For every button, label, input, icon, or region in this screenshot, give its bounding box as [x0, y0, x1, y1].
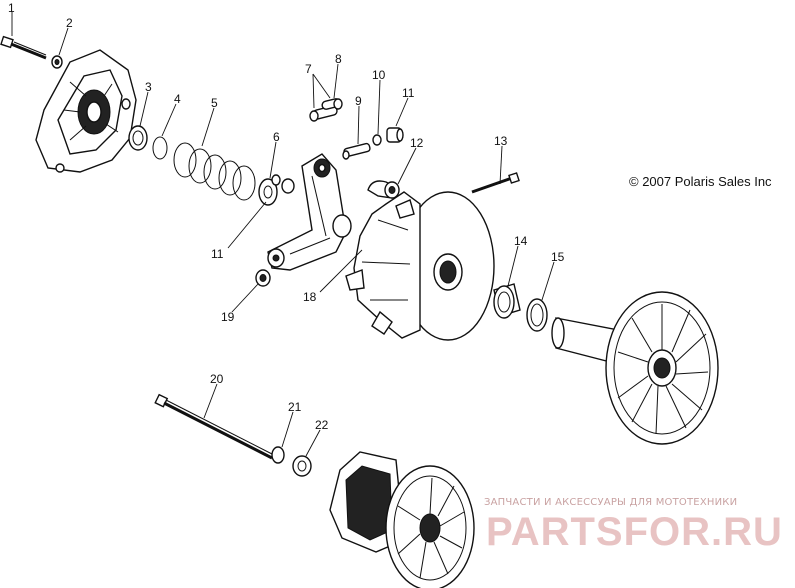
callout-12: 12	[410, 136, 424, 150]
callout-1: 1	[8, 1, 15, 15]
part-12-button	[367, 180, 400, 199]
callout-19: 19	[221, 310, 235, 324]
callout-20: 20	[210, 372, 224, 386]
leader-lines	[11, 12, 555, 457]
callout-7: 7	[305, 62, 312, 76]
callout-14: 14	[514, 234, 528, 248]
part-7-8-rollers	[309, 98, 343, 122]
part-2-washer	[51, 55, 63, 69]
callout-13: 13	[494, 134, 508, 148]
callout-2: 2	[66, 16, 73, 30]
copyright-notice: © 2007 Polaris Sales Inc	[629, 174, 772, 189]
part-1-bolt	[0, 35, 47, 60]
part-10-bushing	[372, 134, 382, 146]
part-6-spring-cup	[258, 178, 278, 206]
part-11-nut-lower	[271, 174, 295, 194]
part-14-bushing	[493, 283, 521, 319]
callout-labels: 1 2 3 4 5 6 7 8 9 10 11 11 12 13 14 15 1…	[8, 1, 565, 432]
part-15-ring	[526, 298, 548, 332]
callout-8: 8	[335, 52, 342, 66]
part-5-spring	[173, 142, 256, 201]
moveable-sheave	[345, 191, 495, 341]
part-11-bushing-upper	[386, 127, 404, 143]
callout-15: 15	[551, 250, 565, 264]
part-20-bolt	[154, 393, 273, 460]
weight-arm-assembly	[267, 153, 352, 271]
callout-18: 18	[303, 290, 317, 304]
part-4-ring	[152, 136, 168, 160]
watermark-brand: PARTSFOR.RU	[486, 510, 783, 554]
part-13-bolt	[471, 172, 520, 194]
watermark-tagline: ЗАПЧАСТИ И АКСЕССУАРЫ ДЛЯ МОТОТЕХНИКИ	[484, 497, 737, 508]
callout-3: 3	[145, 80, 152, 94]
part-9-pin	[342, 142, 371, 160]
part-3-bushing	[128, 125, 148, 151]
callout-21: 21	[288, 400, 302, 414]
callout-11-lower: 11	[211, 247, 224, 261]
fixed-sheave	[551, 291, 719, 445]
callout-11-upper: 11	[402, 86, 415, 100]
callout-4: 4	[174, 92, 181, 106]
clutch-cover	[35, 49, 137, 173]
callout-22: 22	[315, 418, 329, 432]
assembled-clutch	[329, 451, 475, 588]
callout-9: 9	[355, 94, 362, 108]
part-22-bushing	[292, 455, 312, 477]
part-21-washer	[271, 446, 285, 464]
callout-5: 5	[211, 96, 218, 110]
callout-6: 6	[273, 130, 280, 144]
callout-10: 10	[372, 68, 386, 82]
part-19-nut	[255, 269, 271, 287]
